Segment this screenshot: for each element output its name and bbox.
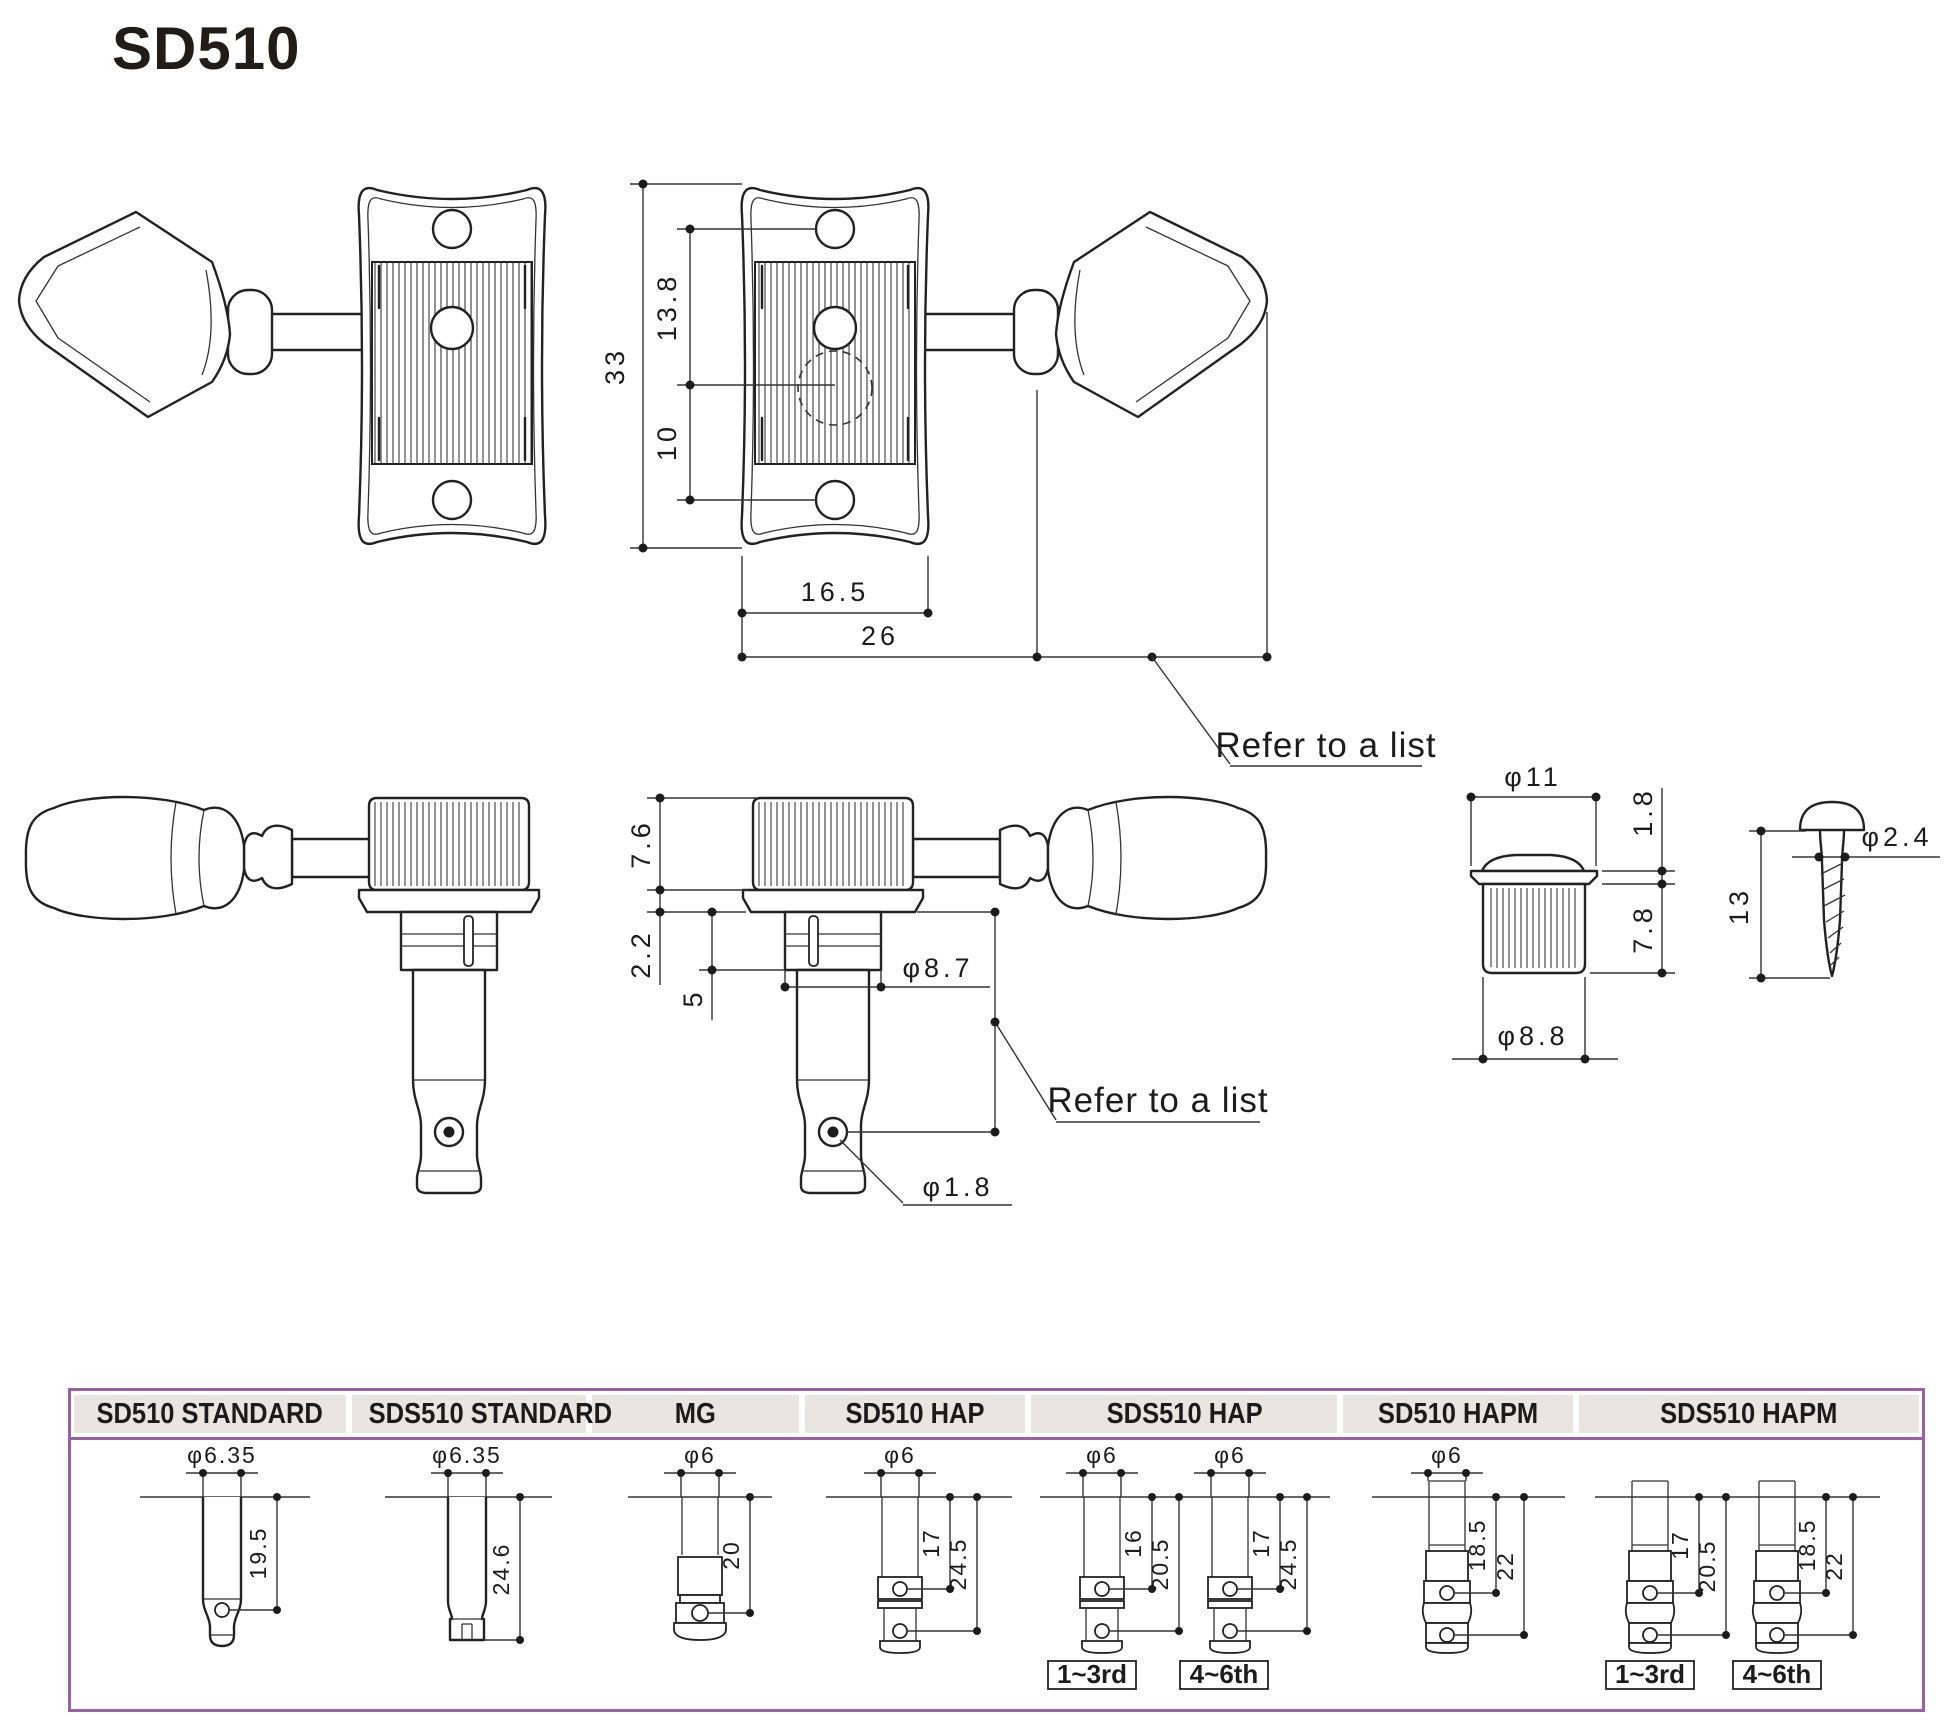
dim-33: 33 [600,347,630,385]
dim-dia-2-4: φ2.4 [1861,822,1932,852]
refer-to-list-post: Refer to a list [1047,1081,1268,1120]
spec-table-body: φ6.35 19.5 φ6.35 24.6 φ6 20 [71,1440,1922,1706]
post-sds510-hapm-1-3: 17 20.5 1~3rd [1605,1480,1730,1690]
dim-1-8: 1.8 [1628,787,1658,837]
post-sds510-hap-4-6: φ6 17 24.5 4~6th [1179,1442,1311,1690]
spec-table-diagrams: φ6.35 19.5 φ6.35 24.6 φ6 20 [140,1442,1880,1690]
post-sd510-hapm: φ6 18.5 22 [1410,1442,1528,1654]
dim-22: 22 [1492,1551,1518,1581]
range-1-3rd: 1~3rd [1057,1659,1127,1689]
post-sds510-hapm-4-6: 18.5 22 4~6th [1732,1480,1857,1690]
dim-16-5: 16.5 [801,577,870,607]
dim-18-5: 18.5 [1464,1519,1490,1572]
col-header-sd510-hap: SD510 HAP [805,1395,1026,1433]
dia-label: φ6 [1431,1442,1463,1468]
dim-dia-1-8: φ1.8 [922,1172,993,1202]
col-header-sds510-standard: SDS510 STANDARD [351,1395,612,1433]
dim-17: 17 [1667,1530,1693,1560]
post-sds510-hap-1-3: φ6 16 20.5 1~3rd [1047,1442,1183,1690]
dim-13-8: 13.8 [652,273,682,342]
bushing-view: φ11 1.8 7.8 φ8.8 [1452,762,1675,1064]
dim-7-6: 7.6 [626,819,656,869]
page-title: SD510 [112,15,301,82]
dim-24-6: 24.6 [488,1543,514,1596]
post-sds510-standard: φ6.35 24.6 [430,1442,524,1644]
range-4-6th: 4~6th [1190,1659,1259,1689]
dim-19-5: 19.5 [245,1527,271,1580]
post-mg-col: φ6 20 [663,1442,754,1641]
dia-label: φ6 [684,1442,716,1468]
dim-20: 20 [718,1540,744,1570]
dim-26: 26 [861,621,899,651]
side-view-dimensions: 7.6 2.2 5 φ8.7 φ1.8 Refer to a list [626,793,1268,1206]
dim-24-5: 24.5 [1275,1538,1301,1591]
dim-22: 22 [1821,1551,1847,1581]
technical-drawing: 33 13.8 10 16.5 26 Refer to a list [17,179,1940,1206]
dia-label: φ6 [884,1442,916,1468]
dim-20-5: 20.5 [1147,1538,1173,1591]
side-view-left [24,795,541,1195]
dim-dia-8-8: φ8.8 [1497,1021,1568,1051]
post-sd510-standard: φ6.35 19.5 [185,1442,281,1648]
dia-label: φ6.35 [187,1442,257,1468]
post-sd510-hap: φ6 17 24.5 [863,1442,981,1654]
dim-2-2: 2.2 [626,929,656,979]
dim-20-5: 20.5 [1694,1540,1720,1593]
dia-label: φ6 [1086,1442,1118,1468]
dim-18-5: 18.5 [1794,1519,1820,1572]
side-view-center [741,795,1268,1195]
dim-24-5: 24.5 [945,1538,971,1591]
dim-7-8: 7.8 [1628,904,1658,954]
col-header-sds510-hapm: SDS510 HAPM [1579,1395,1919,1433]
refer-to-list-knob: Refer to a list [1215,726,1436,765]
dim-17: 17 [1248,1528,1274,1558]
front-view-dimensions: 33 13.8 10 16.5 26 Refer to a list [600,179,1436,767]
dim-10: 10 [652,423,682,461]
col-header-mg: MG [591,1395,800,1433]
dim-dia-11: φ11 [1504,762,1562,792]
screw-view: 13 φ2.4 [1724,800,1940,983]
col-header-sd510-hapm: SD510 HAPM [1343,1395,1574,1433]
dim-17: 17 [918,1528,944,1558]
dia-label: φ6 [1214,1442,1246,1468]
dim-16: 16 [1120,1528,1146,1558]
col-header-sd510-standard: SD510 STANDARD [74,1395,346,1433]
dim-5: 5 [678,988,708,1007]
spec-table-header: SD510 STANDARD SDS510 STANDARD MG SD510 … [71,1391,1922,1440]
range-1-3rd: 1~3rd [1615,1659,1685,1689]
dia-label: φ6.35 [432,1442,502,1468]
front-view-right [740,186,1269,546]
col-header-sds510-hap: SDS510 HAP [1031,1395,1338,1433]
range-4-6th: 4~6th [1743,1659,1812,1689]
dim-dia-8-7: φ8.7 [902,953,973,983]
spec-table: SD510 STANDARD SDS510 STANDARD MG SD510 … [68,1388,1925,1712]
dim-13: 13 [1724,887,1754,925]
front-view-left [17,186,547,546]
